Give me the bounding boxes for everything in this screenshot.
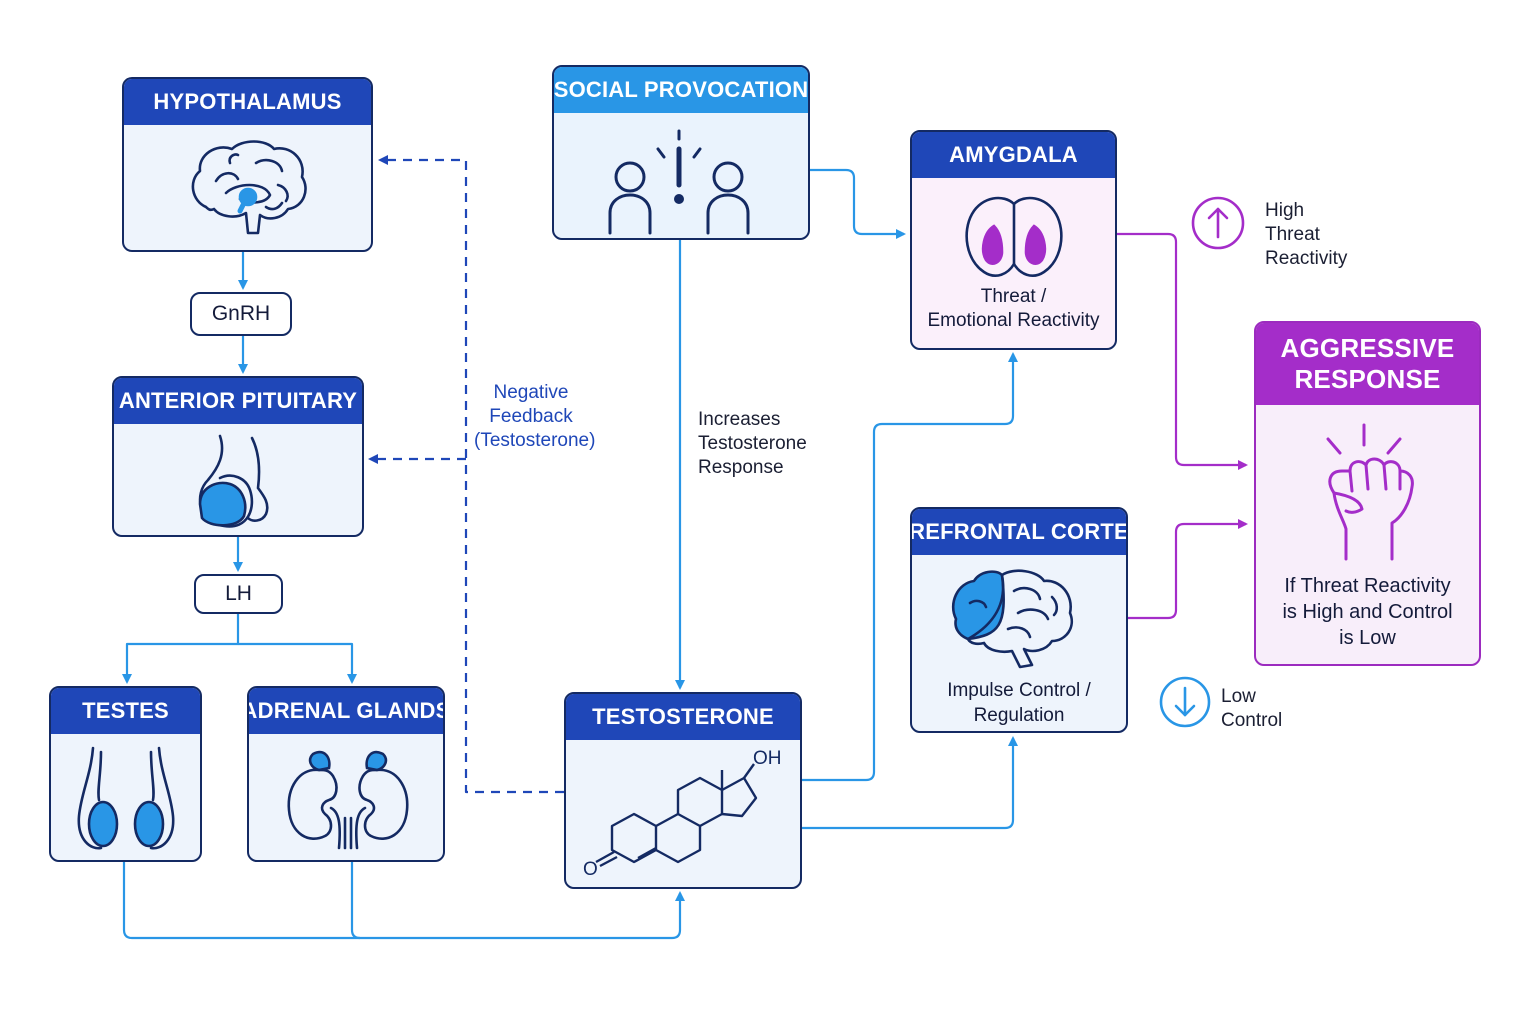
arrow-up-circle-icon <box>1191 196 1245 250</box>
arrow-amygdala-to-aggression <box>1117 232 1248 470</box>
amygdala-caption-2: Emotional Reactivity <box>927 310 1100 331</box>
negative-feedback-line-2: Feedback <box>489 406 573 427</box>
low-label-line-2: Control <box>1221 710 1283 731</box>
testes-icon <box>77 746 175 850</box>
aggressive-title-line-1: AGGRESSIVE <box>1280 333 1455 363</box>
low-label-line-1: Low <box>1221 686 1256 707</box>
amygdala-title: AMYGDALA <box>912 132 1115 178</box>
anterior-pituitary-box: ANTERIOR PITUITARY <box>112 376 364 537</box>
arrow-lh-to-adrenal <box>238 642 357 684</box>
prefrontal-cortex-box: PREFRONTAL CORTEX Impulse Control / Regu… <box>910 507 1128 733</box>
adrenal-glands-title: ADRENAL GLANDS <box>249 688 443 734</box>
line-adrenal-join <box>350 862 361 940</box>
hypothalamus-title: HYPOTHALAMUS <box>124 79 371 125</box>
brain-icon <box>191 140 307 235</box>
testosterone-title: TESTOSTERONE <box>566 694 800 740</box>
prefrontal-caption-1: Impulse Control / <box>947 680 1091 701</box>
testosterone-box: TESTOSTERONE OH O <box>564 692 802 889</box>
pituitary-gland-icon <box>198 434 269 528</box>
prefrontal-caption-2: Regulation <box>973 705 1065 726</box>
amygdala-caption-1: Threat / <box>980 286 1047 307</box>
arrow-feedback-to-hypothalamus <box>378 155 564 794</box>
raised-fist-icon <box>1326 423 1414 561</box>
arrow-lh-to-testes <box>122 614 240 684</box>
two-people-alert-icon <box>608 129 750 235</box>
aggressive-response-box: AGGRESSIVE RESPONSE If Threat Reactivity… <box>1254 321 1481 666</box>
amygdala-box: AMYGDALA Threat / Emotional Reactivity <box>910 130 1117 350</box>
arrow-prefrontal-to-aggression <box>1128 519 1248 620</box>
low-control-label: Low Control <box>1221 685 1282 733</box>
oh-label: OH <box>753 748 782 769</box>
arrow-testosterone-to-prefrontal <box>802 736 1018 830</box>
social-provocation-box: SOCIAL PROVOCATION <box>552 65 810 240</box>
arrow-down-circle-icon <box>1159 676 1211 728</box>
increases-line-1: Increases <box>698 409 781 430</box>
aggressive-caption-2: is High and Control <box>1282 601 1453 623</box>
lh-pill: LH <box>194 574 283 614</box>
negative-feedback-line-3: (Testosterone) <box>474 430 596 451</box>
steroid-molecule-icon: OH O <box>583 748 782 880</box>
aggressive-caption-3: is Low <box>1339 627 1396 649</box>
anterior-pituitary-title: ANTERIOR PITUITARY <box>114 378 362 424</box>
gnrh-pill: GnRH <box>190 292 292 336</box>
increases-testosterone-label: Increases Testosterone Response <box>698 408 807 480</box>
social-provocation-title: SOCIAL PROVOCATION <box>554 67 808 113</box>
arrow-glands-to-testosterone <box>122 862 685 940</box>
arrow-testosterone-to-amygdala <box>802 352 1018 782</box>
high-threat-label: High Threat Reactivity <box>1265 199 1347 271</box>
testes-box: TESTES <box>49 686 202 862</box>
o-label: O <box>583 859 598 880</box>
kidney-adrenal-icon <box>287 750 409 850</box>
aggressive-title-line-2: RESPONSE <box>1294 364 1441 394</box>
aggressive-response-title: AGGRESSIVE RESPONSE <box>1256 323 1479 405</box>
high-label-line-2: Threat <box>1265 224 1320 245</box>
amygdala-icon <box>965 196 1063 277</box>
arrow-social-to-amygdala <box>810 168 906 239</box>
prefrontal-cortex-title: PREFRONTAL CORTEX <box>912 509 1126 555</box>
increases-line-3: Response <box>698 457 784 478</box>
brain-frontal-icon <box>951 569 1073 669</box>
aggressive-caption-1: If Threat Reactivity <box>1284 575 1451 597</box>
negative-feedback-label: Negative Feedback (Testosterone) <box>474 381 596 453</box>
hypothalamus-box: HYPOTHALAMUS <box>122 77 373 252</box>
negative-feedback-line-1: Negative <box>493 382 569 403</box>
adrenal-glands-box: ADRENAL GLANDS <box>247 686 445 862</box>
increases-line-2: Testosterone <box>698 433 807 454</box>
high-label-line-1: High <box>1265 200 1305 221</box>
testes-title: TESTES <box>51 688 200 734</box>
high-label-line-3: Reactivity <box>1265 248 1348 269</box>
